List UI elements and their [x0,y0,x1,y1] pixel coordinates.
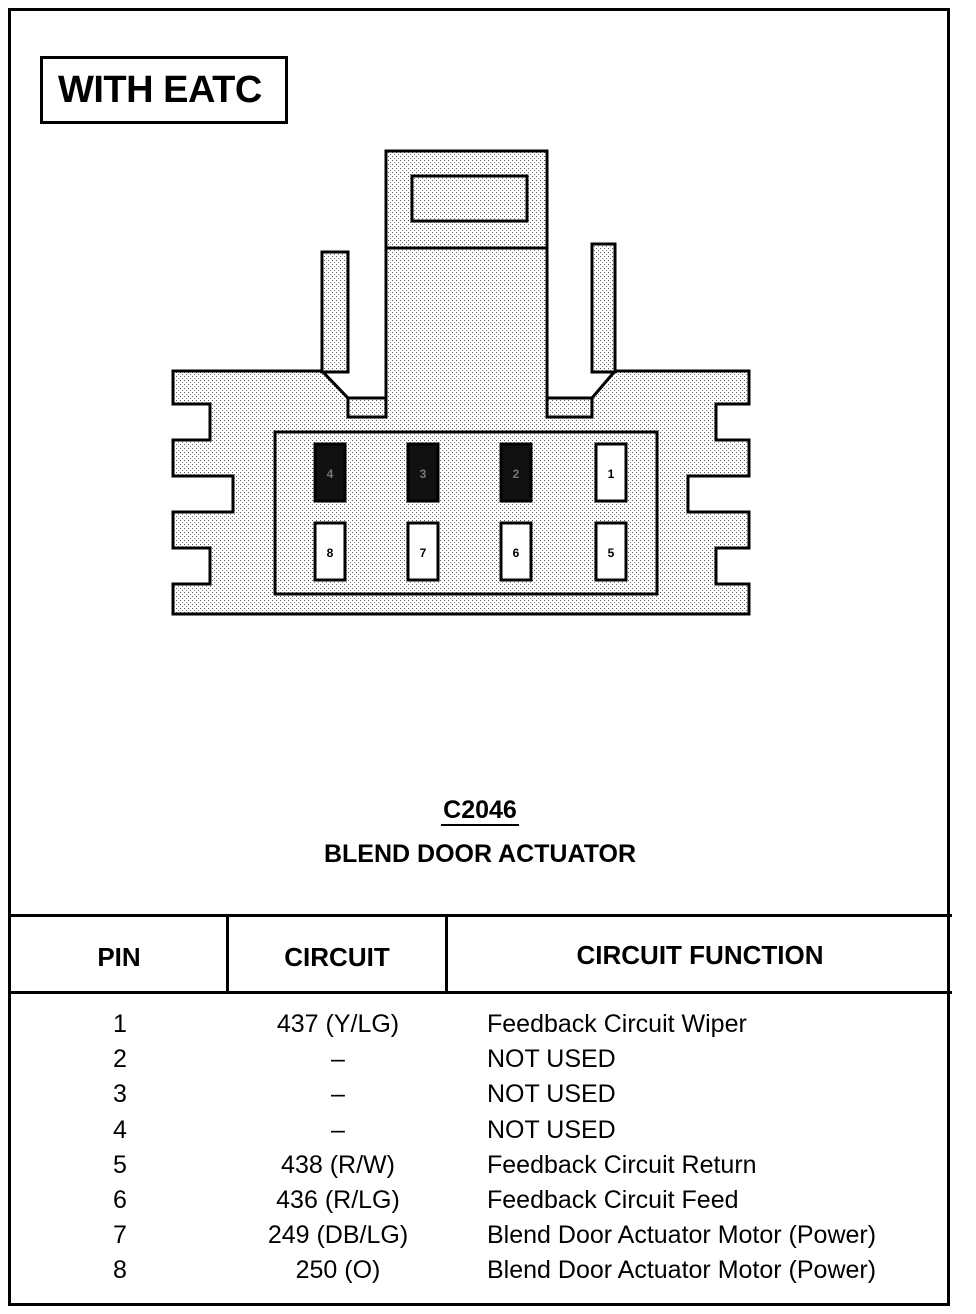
cavity-label: 3 [420,467,427,481]
cavity-4: 4 [313,442,347,503]
header-pin: PIN [97,942,141,972]
column-divider [226,914,229,994]
pin-cell: 7 [113,1221,127,1250]
left-lock-tab [346,396,388,419]
circuit-cell: 438 (R/W) [281,1150,395,1179]
pin-cell: 3 [113,1080,127,1109]
page-frame [8,8,950,1306]
connector-name: BLEND DOOR ACTUATOR [323,840,637,868]
function-cell: Feedback Circuit Return [487,1150,757,1179]
cavity-5: 5 [594,521,628,582]
left-lock-post [320,250,350,374]
circuit-cell: 437 (Y/LG) [276,1010,400,1038]
header-circuit: CIRCUIT [284,942,390,972]
cavity-1: 1 [594,442,628,503]
function-cell: Feedback Circuit Wiper [487,1010,747,1038]
header-function: CIRCUIT FUNCTION [576,940,824,970]
cavity-label: 8 [327,546,334,560]
circuit-cell: – [331,1115,345,1144]
function-cell: Blend Door Actuator Motor (Power) [487,1256,877,1285]
function-cell: NOT USED [487,1080,616,1109]
connector-id: C2046 [441,796,519,826]
cavity-3: 3 [406,442,440,503]
circuit-cell: 436 (R/LG) [276,1186,400,1214]
pin-cell: 5 [113,1150,127,1179]
cavity-label: 2 [513,467,520,481]
pin-cell: 4 [113,1115,127,1144]
configuration-badge: WITH EATC [40,56,288,124]
latch-window [410,174,529,223]
cavity-label: 7 [420,546,427,560]
pin-cell: 1 [113,1010,127,1038]
cavity-label: 4 [327,467,334,481]
cavity-label: 1 [608,467,615,481]
right-lock-post [590,242,617,374]
circuit-cell: – [331,1080,345,1109]
table-header-rule [10,991,952,994]
circuit-cell: 250 (O) [295,1256,381,1285]
cavity-8: 8 [313,521,347,582]
connector-diagram: 4 3 2 1 8 7 6 5 [171,149,751,616]
cavity-7: 7 [406,521,440,582]
cavity-label: 6 [513,546,520,560]
cavity-2: 2 [499,442,533,503]
column-divider [445,914,448,994]
circuit-cell: 249 (DB/LG) [267,1221,409,1250]
function-cell: Feedback Circuit Feed [487,1186,739,1214]
table-top-rule [10,914,952,917]
pin-cell: 6 [113,1186,127,1214]
cavity-6: 6 [499,521,533,582]
cavity-label: 5 [608,546,615,560]
function-cell: NOT USED [487,1115,616,1144]
circuit-cell: – [331,1045,345,1074]
right-lock-tab [545,396,594,419]
pin-cell: 2 [113,1045,127,1074]
pin-cell: 8 [113,1256,127,1285]
function-cell: NOT USED [487,1045,616,1074]
function-cell: Blend Door Actuator Motor (Power) [487,1221,877,1250]
